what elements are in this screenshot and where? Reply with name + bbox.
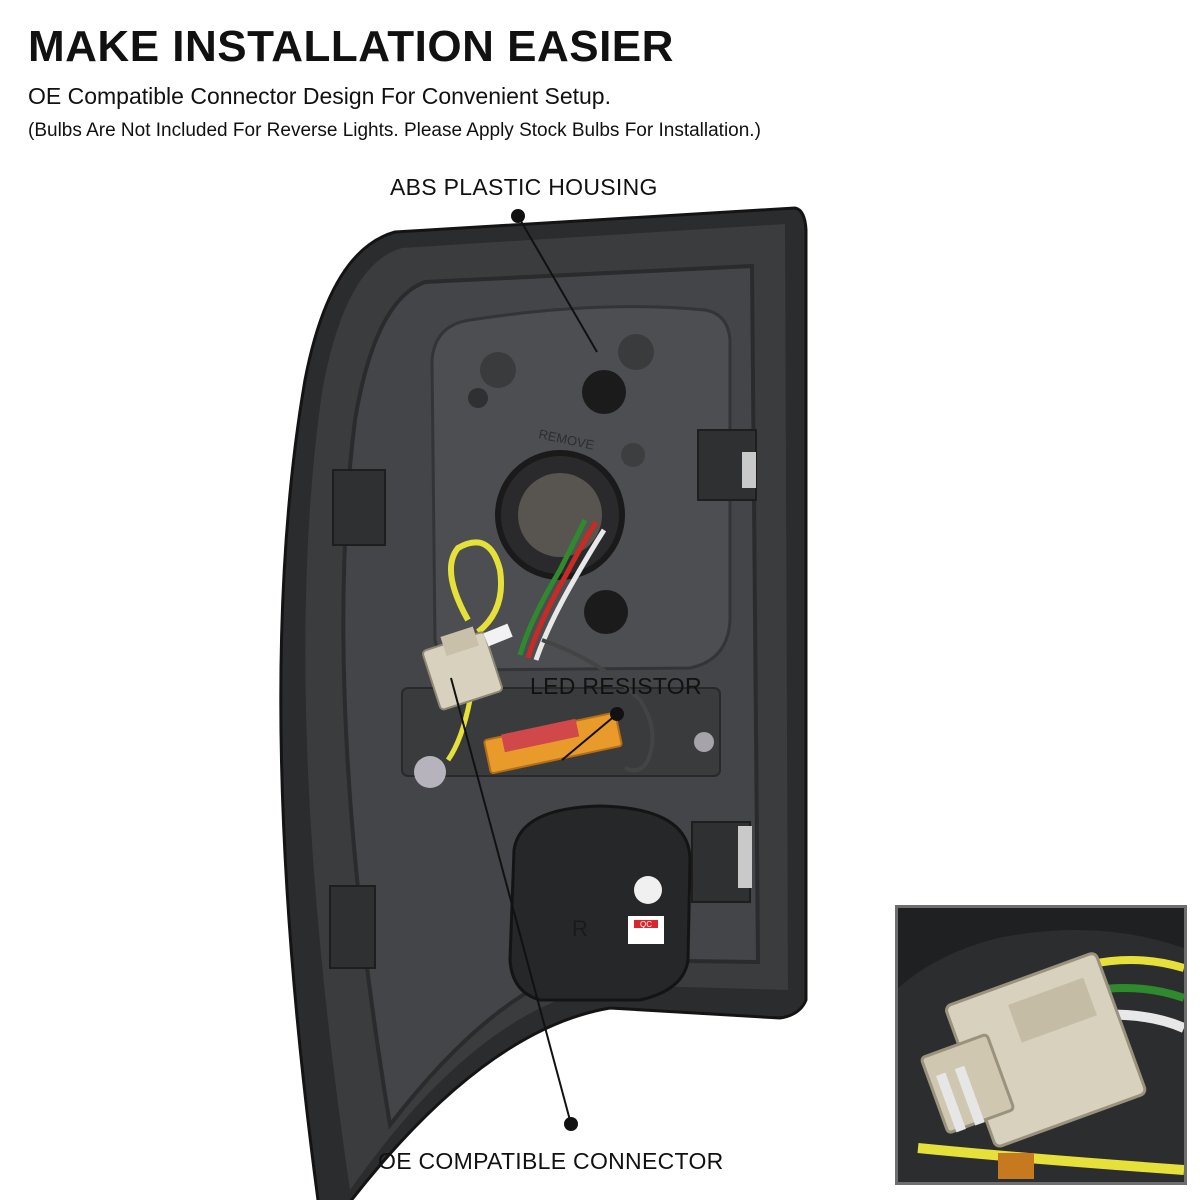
bulb-note: (Bulbs Are Not Included For Reverse Ligh… [28, 120, 761, 141]
reverse-light-dome [508, 804, 692, 1002]
oe-connector [422, 623, 513, 711]
qc-sticker-label: QC [640, 920, 652, 929]
connector-closeup-inset [895, 905, 1187, 1185]
callout-dot [610, 707, 624, 721]
reverse-mark: R [572, 916, 588, 941]
page-title: MAKE INSTALLATION EASIER [28, 22, 674, 71]
mounting-clip [332, 469, 386, 546]
callout-led-resistor: LED RESISTOR [530, 673, 702, 699]
callout-oe-connector: OE COMPATIBLE CONNECTOR [378, 1148, 724, 1174]
callout-abs-housing: ABS PLASTIC HOUSING [390, 174, 658, 200]
connector-closeup-image [898, 908, 1184, 1182]
page-subtitle: OE Compatible Connector Design For Conve… [28, 83, 611, 109]
mounting-clip [329, 885, 376, 969]
callout-dot [511, 209, 525, 223]
callout-dot [564, 1117, 578, 1131]
led-resistor [483, 711, 623, 775]
